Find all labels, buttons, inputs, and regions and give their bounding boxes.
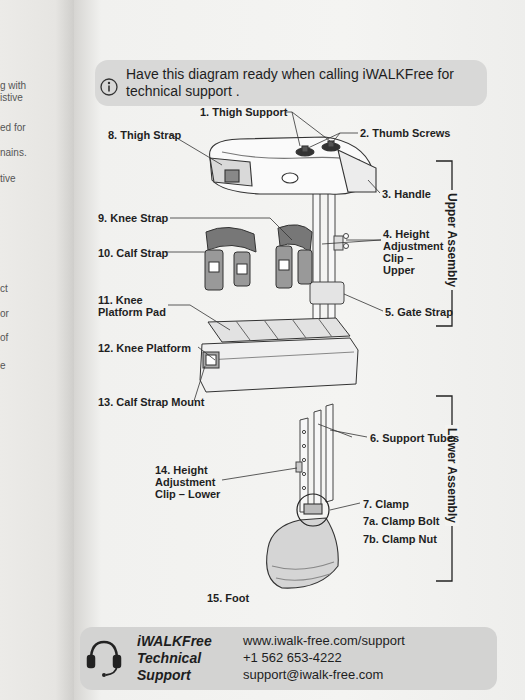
band-text: iWALKFree Technical Support [137,633,229,684]
margin-text: tive [0,173,16,185]
margin-text: ct [0,283,8,295]
upper-tubes [310,190,349,330]
part-label: 9. Knee Strap [98,212,168,224]
part-label: 15. Foot [207,592,249,604]
band-text: Have this diagram ready when calling iWA… [126,66,476,100]
part-label: 14. Height Adjustment Clip – Lower [155,464,221,500]
part-label: 4. Height Adjustment Clip – Upper [383,228,445,276]
part-label: 13. Calf Strap Mount [98,396,204,408]
foot [267,494,339,588]
calf-strap [205,227,256,290]
left-page [0,0,74,700]
margin-text: ed for [0,122,26,134]
part-label: 3. Handle [382,188,431,200]
part-label: 10. Calf Strap [98,247,168,259]
margin-text: of [0,332,8,344]
assembly-label: Upper Assembly [445,190,459,290]
margin-text: istive [0,92,23,104]
leader-line [165,112,383,510]
part-label: 7. Clamp [363,498,409,510]
margin-text: g with [0,80,26,92]
knee-strap [276,225,312,288]
part-label: 5. Gate Strap [385,306,453,318]
info-band: Have this diagram ready when calling iWA… [95,60,487,106]
margin-text: e [0,360,6,372]
band-text: www.iwalk-free.com/support [243,633,405,648]
band-text: +1 562 653-4222 [243,650,342,665]
part-label: 7b. Clamp Nut [363,533,437,545]
part-label: 1. Thigh Support [200,106,287,118]
part-label: 2. Thumb Screws [360,127,450,139]
part-label: 7a. Clamp Bolt [363,515,439,527]
part-label: 12. Knee Platform [98,342,191,354]
lower-tubes [296,404,333,512]
part-label: 11. Knee Platform Pad [98,294,170,318]
margin-text: or [0,308,9,320]
part-label: 8. Thigh Strap [108,129,181,141]
margin-text: nains. [0,147,27,159]
knee-platform [200,318,358,392]
part-label: 6. Support Tubes [370,432,459,444]
band-text: support@iwalk-free.com [243,667,383,682]
thigh-support [210,137,376,194]
info-band: iWALKFree Technical Support www.iwalk-fre… [80,627,497,690]
